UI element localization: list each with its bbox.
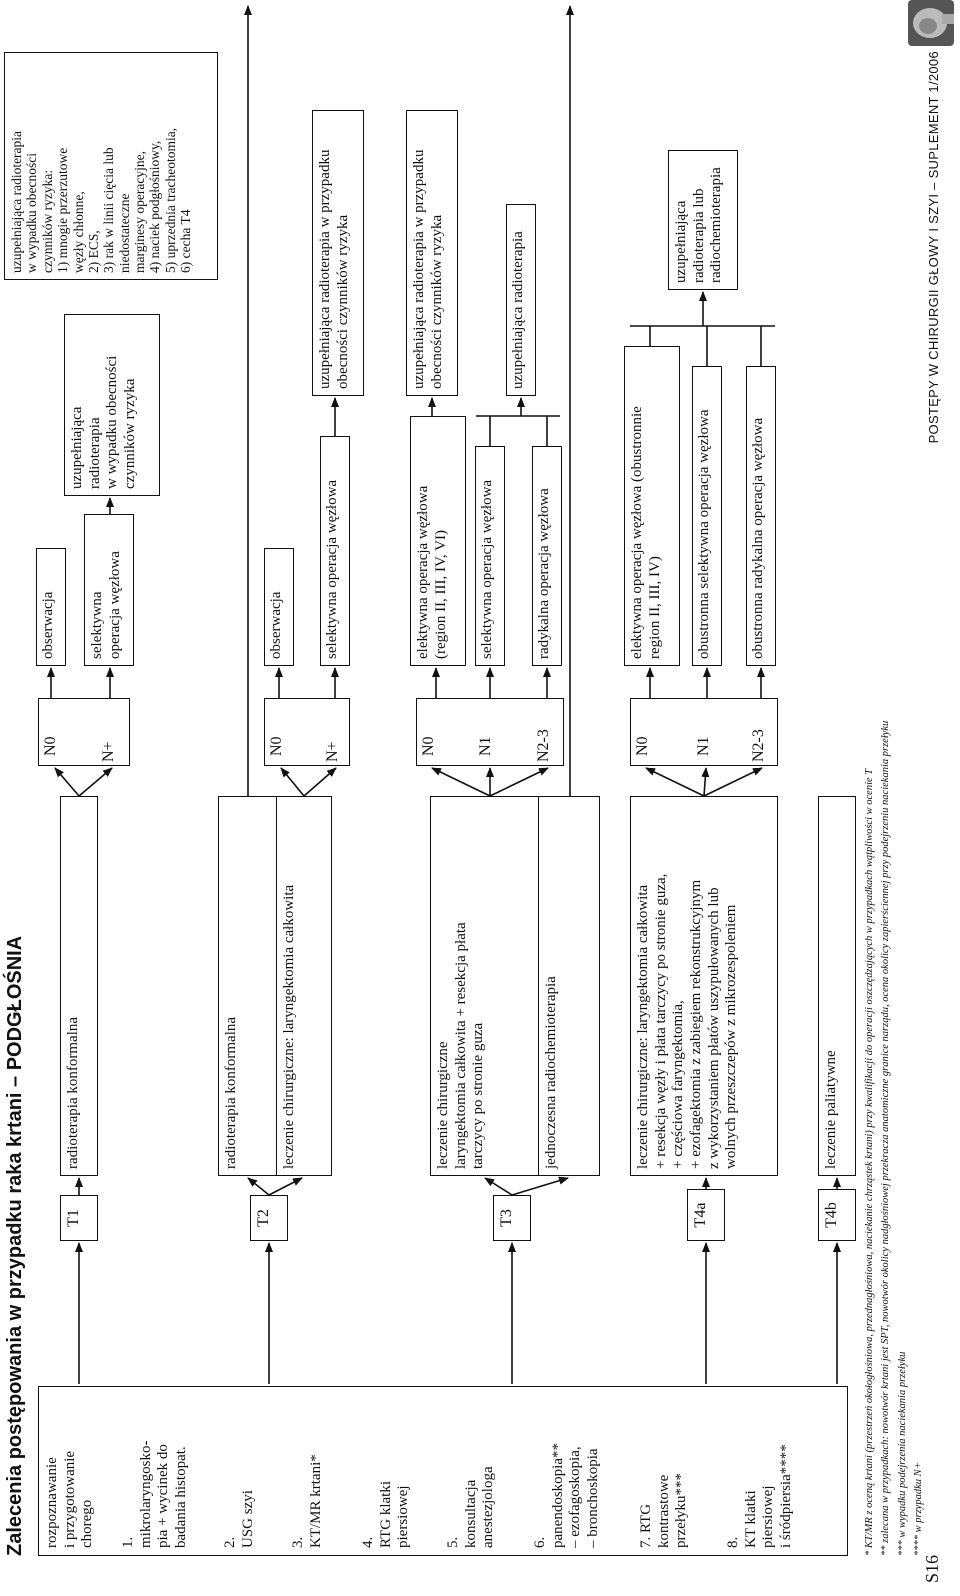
journal-name: POSTĘPY W CHIRURGII GŁOWY I SZYI – SUPLE… — [926, 51, 941, 444]
head-xray-icon — [908, 0, 954, 46]
footnote-1: * KT/MR z oceną krtani (przestrzeń około… — [864, 768, 875, 1556]
footnote-2: ** zalecana w przypadkach: nowotwór krta… — [880, 720, 892, 1556]
page-footer: S16 POSTĘPY W CHIRURGII GŁOWY I SZYI – S… — [908, 0, 954, 1591]
